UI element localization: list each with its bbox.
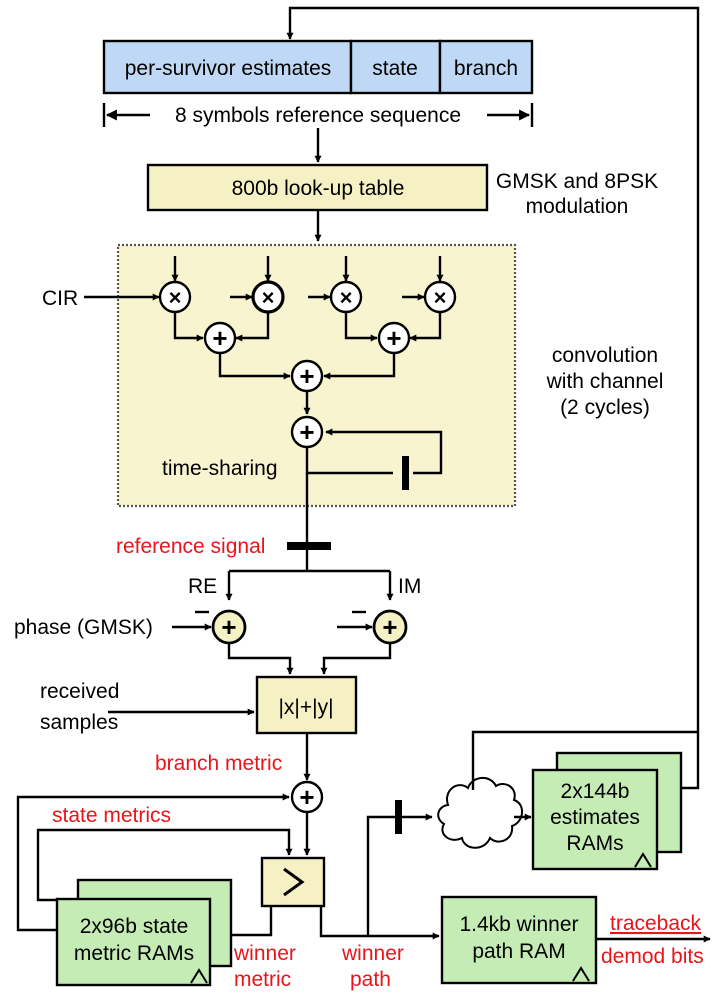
estimates-feedback-wire bbox=[286, 6, 700, 790]
multiplier-3 bbox=[329, 280, 363, 314]
winner-metric-line2: metric bbox=[234, 968, 291, 991]
im-label: IM bbox=[398, 575, 421, 598]
winner-path-wire bbox=[319, 906, 440, 940]
state-ram-line2: metric RAMs bbox=[74, 942, 194, 965]
winner-path-ram bbox=[440, 895, 598, 985]
reference-signal-register bbox=[287, 542, 331, 550]
estimates-ram-line2: estimates bbox=[550, 806, 640, 829]
state-ram-stack: 2x96b state metric RAMs bbox=[55, 878, 233, 987]
compare-block bbox=[260, 856, 326, 908]
compare-symbol bbox=[283, 867, 305, 897]
winner-metric-line1: winner bbox=[233, 942, 296, 965]
metric-adder-symbol: + bbox=[299, 782, 314, 812]
abs-sum-block bbox=[255, 675, 358, 735]
multiplier-4-symbol: × bbox=[434, 285, 447, 310]
phase-adder-re bbox=[211, 609, 247, 645]
branch-metric-label: branch metric bbox=[155, 752, 282, 775]
reference-span: 8 symbols reference sequence bbox=[102, 103, 534, 127]
register-field-estimates bbox=[102, 39, 353, 95]
lookup-table-label: 800b look-up table bbox=[232, 177, 405, 200]
register-field-branch-label: branch bbox=[454, 57, 518, 80]
traceback-label: traceback bbox=[610, 912, 702, 935]
phase-adder-re-symbol: + bbox=[221, 612, 236, 642]
reference-signal-label: reference signal bbox=[116, 535, 265, 558]
multiplier-2 bbox=[251, 280, 285, 314]
register-field-estimates-label: per-survivor estimates bbox=[125, 57, 332, 80]
multiplier-1 bbox=[158, 280, 192, 314]
multiplier-3-symbol: × bbox=[340, 285, 353, 310]
estimates-ram-line3: RAMs bbox=[566, 832, 623, 855]
abs-sum-label: |x|+|y| bbox=[278, 696, 333, 719]
adder-middle-symbol: + bbox=[299, 361, 314, 391]
winner-path-line1: winner bbox=[341, 942, 404, 965]
winner-path-ram-line1: 1.4kb winner bbox=[459, 913, 578, 936]
phase-adder-im-symbol: + bbox=[382, 612, 397, 642]
estimates-ram-line1: 2x144b bbox=[561, 780, 630, 803]
adder-left-symbol: + bbox=[212, 323, 227, 353]
estimates-ram-stack: 2x144b estimates RAMs bbox=[531, 751, 683, 871]
reference-register: per-survivor estimates state branch bbox=[102, 39, 534, 95]
convolution-wires bbox=[84, 256, 444, 546]
winner-path-ram-block: 1.4kb winner path RAM bbox=[440, 895, 598, 985]
demod-bits-label: demod bits bbox=[601, 945, 704, 968]
register-field-branch bbox=[438, 39, 534, 95]
accumulator-adder-symbol: + bbox=[299, 417, 314, 447]
phase-gmsk-label: phase (GMSK) bbox=[14, 616, 153, 639]
state-ram-line1: 2x96b state bbox=[80, 915, 189, 938]
update-logic-cloud bbox=[437, 777, 523, 849]
modulation-note-line1: GMSK and 8PSK bbox=[496, 170, 658, 193]
winner-path-ram-line2: path RAM bbox=[472, 940, 565, 963]
adder-right bbox=[377, 321, 411, 355]
re-label: RE bbox=[188, 575, 217, 598]
multiplier-4 bbox=[423, 280, 457, 314]
adder-left bbox=[203, 321, 237, 355]
multiplier-2-symbol: × bbox=[262, 285, 275, 310]
state-metrics-label: state metrics bbox=[52, 804, 171, 827]
convolution-note-line3: (2 cycles) bbox=[560, 396, 650, 419]
multiplier-1-symbol: × bbox=[169, 285, 182, 310]
adder-right-symbol: + bbox=[386, 323, 401, 353]
winner-path-line2: path bbox=[350, 968, 391, 991]
timesharing-label: time-sharing bbox=[162, 457, 278, 480]
path-register bbox=[395, 800, 402, 834]
phase-adder-im bbox=[372, 609, 408, 645]
register-field-state-label: state bbox=[372, 57, 418, 80]
received-samples-line2: samples bbox=[40, 711, 118, 734]
accumulator-adder bbox=[290, 415, 324, 449]
modulation-note-line2: modulation bbox=[526, 195, 629, 218]
received-samples-line1: received bbox=[40, 680, 119, 703]
convolution-note-line2: with channel bbox=[546, 370, 664, 393]
estimates-ram bbox=[531, 768, 659, 871]
register-field-state bbox=[349, 39, 442, 95]
accumulator-register bbox=[402, 456, 409, 490]
state-metric-ram bbox=[55, 897, 212, 987]
adder-middle bbox=[290, 359, 324, 393]
reference-span-label: 8 symbols reference sequence bbox=[175, 104, 461, 127]
phase-wires bbox=[172, 550, 394, 675]
convolution-note-line1: convolution bbox=[552, 344, 658, 367]
state-metric-wires bbox=[16, 793, 311, 932]
cir-label: CIR bbox=[42, 287, 78, 310]
